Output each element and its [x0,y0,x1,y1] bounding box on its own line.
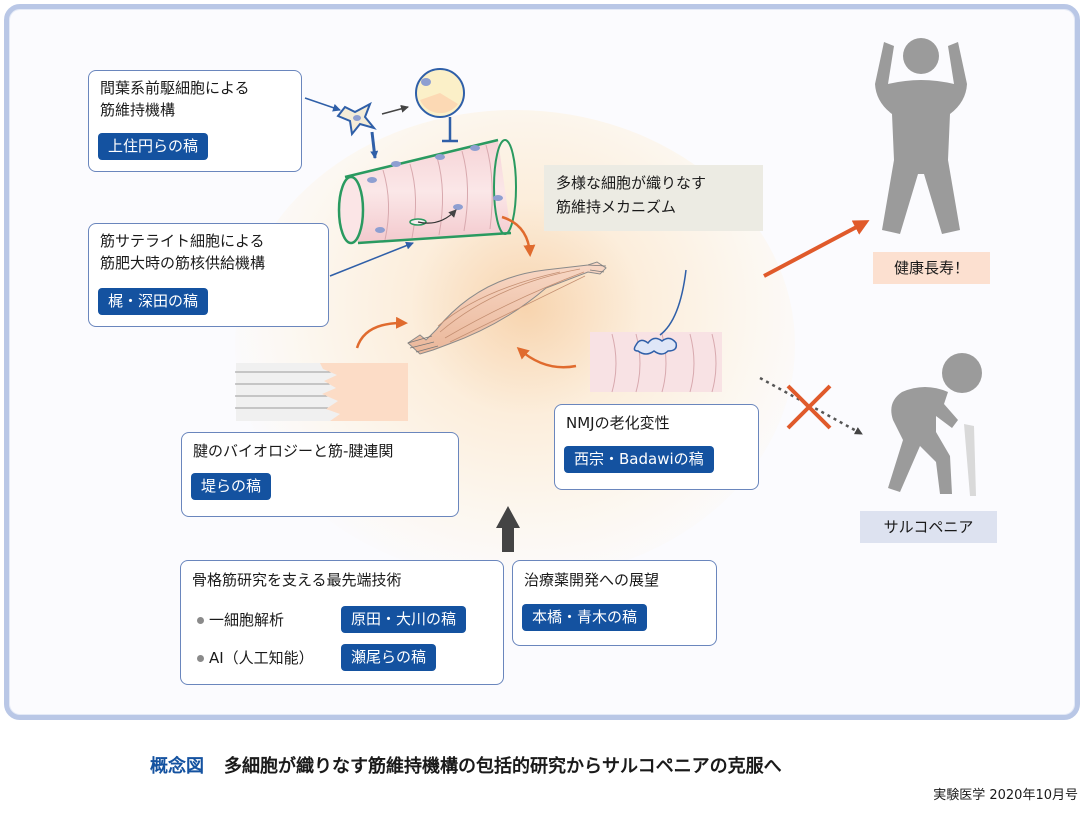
fap-to-adipocyte-arrow [381,104,409,115]
fap-cell-icon [336,101,377,137]
fap-title-line2: 筋維持機構 [100,101,176,119]
caption-label: 概念図 [150,756,204,777]
nmj-title: NMJの老化変性 [566,414,670,432]
drug-tag: 本橋・青木の稿 [522,604,648,631]
satellite-title-line1: 筋サテライト細胞による [100,232,265,250]
satellite-title-line2: 筋肥大時の筋核供給機構 [100,254,266,272]
tech-item1: 一細胞解析 [209,611,285,629]
up-arrow-icon [496,506,520,552]
muscle-fiber-cylinder-icon [337,138,517,245]
fap-to-fiber-arrow [370,131,379,159]
nmj-to-muscle-arrow [516,347,577,369]
tendon-tag: 堤らの稿 [191,473,272,500]
figure-caption: 概念図多細胞が織りなす筋維持機構の包括的研究からサルコペニアの克服へ [150,752,782,778]
nmj-box: NMJの老化変性 西宗・Badawiの稿 [554,404,759,490]
fap-title-line1: 間葉系前駆細胞による [100,79,250,97]
tech-tag2: 瀬尾らの稿 [341,644,437,671]
drug-box: 治療薬開発への展望 本橋・青木の稿 [512,560,717,646]
tech-title: 骨格筋研究を支える最先端技術 [192,571,402,589]
strong-person-icon [875,38,967,234]
satellite-tag: 梶・深田の稿 [98,288,209,315]
tendon-to-muscle-arrow [355,316,408,349]
tendon-title: 腱のバイオロジーと筋-腱連関 [193,442,394,460]
center-label-box: 多様な細胞が織りなす 筋維持メカニズム [544,165,763,231]
healthy-arrow [763,220,870,278]
satellite-box: 筋サテライト細胞による 筋肥大時の筋核供給機構 梶・深田の稿 [88,223,329,327]
drug-title: 治療薬開発への展望 [524,571,660,589]
bullet-dot [197,617,204,624]
fap-pointer-arrow [304,97,341,112]
tech-tag1: 原田・大川の稿 [341,606,467,633]
fiber-to-muscle-arrow [501,215,536,257]
fap-box: 間葉系前駆細胞による 筋維持機構 上住円らの稿 [88,70,302,172]
center-label-line2: 筋維持メカニズム [556,198,677,216]
caption-text: 多細胞が織りなす筋維持機構の包括的研究からサルコペニアの克服へ [224,756,782,777]
center-label-line1: 多様な細胞が織りなす [556,174,707,192]
sarcopenia-label: サルコペニア [860,511,997,543]
muscle-icon [407,261,607,355]
nmj-tag: 西宗・Badawiの稿 [564,446,714,473]
bullet-dot [197,655,204,662]
fap-tag: 上住円らの稿 [98,133,209,160]
tendon-muscle-junction-icon [235,363,408,421]
healthy-label: 健康長寿！ [873,252,990,284]
source-credit: 実験医学 2020年10月号 [933,788,1078,803]
nmj-fiber-icon [590,269,722,393]
tendon-box: 腱のバイオロジーと筋-腱連関 堤らの稿 [181,432,459,517]
elderly-person-icon [888,353,982,496]
satellite-pointer-arrow [329,241,414,277]
cross-mark-icon [786,384,832,430]
tech-item2: AI（人工知能） [209,649,314,667]
tech-box: 骨格筋研究を支える最先端技術 一細胞解析 原田・大川の稿 AI（人工知能） 瀬尾… [180,560,504,685]
adipocyte-icon [415,68,465,118]
